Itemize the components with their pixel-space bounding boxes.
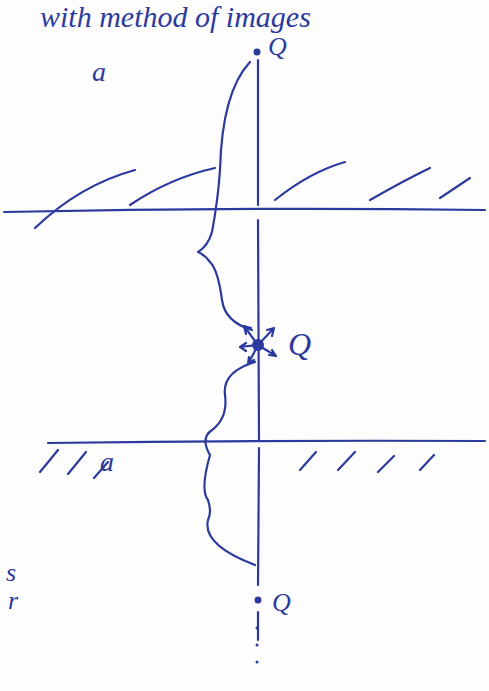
charge-label: Q [288,328,311,360]
continuation-dot [256,644,259,647]
image-charge [254,49,261,56]
point-charge [252,339,264,351]
distance-label: a [100,448,114,476]
distance-label: a [92,58,106,86]
continuation-dot [256,627,259,630]
lower-plate [48,441,485,443]
plate-hatching [40,450,434,478]
plate-hatching [35,162,470,228]
charge-label: Q [272,590,291,616]
image-charge [255,597,262,604]
charge-label: Q [268,34,287,60]
fragment-text: r [8,588,18,614]
fragment-text: s [6,560,16,586]
title-note: with method of images [40,2,311,32]
upper-plate [4,209,485,212]
continuation-dot [256,661,259,664]
distance-brace [198,62,252,330]
distance-brace [204,362,255,565]
